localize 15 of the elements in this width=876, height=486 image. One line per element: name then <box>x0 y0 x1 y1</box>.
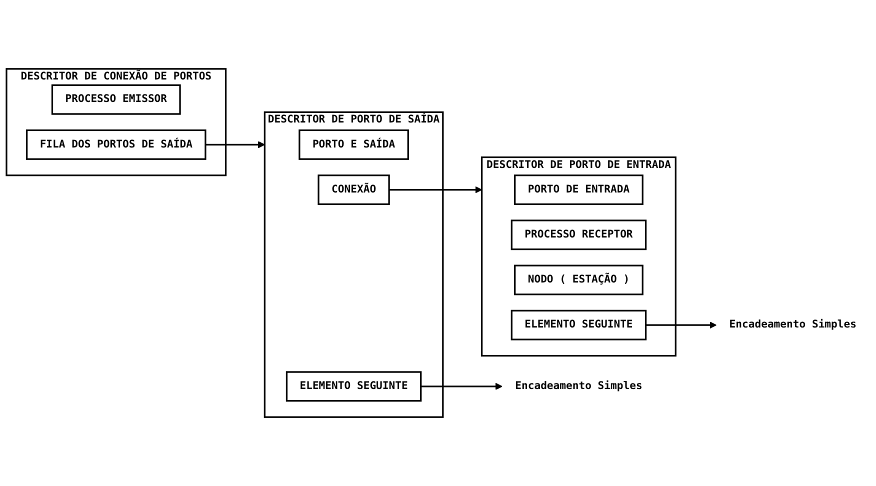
node-box: NODO ( ESTAÇÃO ) <box>514 264 644 296</box>
node-box: FILA DOS PORTOS DE SAÍDA <box>26 129 206 160</box>
node-box: CONEXÃO <box>318 174 390 206</box>
node-box: ELEMENTO SEGUINTE <box>510 310 647 340</box>
node-text: Encadeamento Simples <box>729 318 856 331</box>
node-box: PORTO E SAÍDA <box>298 129 409 160</box>
arrow <box>420 382 502 390</box>
node-box: PROCESSO RECEPTOR <box>510 220 647 250</box>
arrow <box>389 186 482 194</box>
arrow <box>205 141 265 148</box>
node-text: Encadeamento Simples <box>515 380 642 392</box>
arrow <box>646 322 717 329</box>
node-box: ELEMENTO SEGUINTE <box>286 371 422 402</box>
node-box: PROCESSO EMISSOR <box>51 84 181 115</box>
node-box: PORTO DE ENTRADA <box>514 174 644 206</box>
